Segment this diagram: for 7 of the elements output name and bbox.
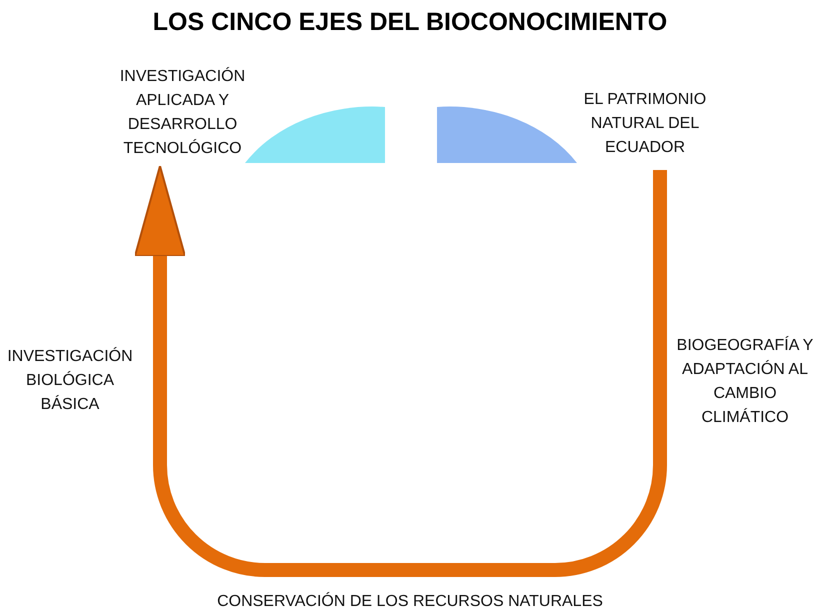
axis-label: CONSERVACIÓN DE LOS RECURSOS NATURALES: [216, 591, 604, 612]
u-shaped-arrow: [134, 165, 667, 577]
title: LOS CINCO EJES DEL BIOCONOCIMIENTO: [152, 8, 668, 37]
axis-label: INVESTIGACIÓN BIOLÓGICA BÁSICA: [6, 346, 134, 415]
node-label: EL PATRIMONIO NATURAL DEL ECUADOR: [570, 88, 720, 160]
node-label: INVESTIGACIÓN APLICADA Y DESARROLLO TECNOLÓGICO: [100, 65, 265, 161]
axis-label: BIOGEOGRAFÍA Y ADAPTACIÓN AL CAMBIO CLIMÁTICO: [676, 335, 814, 428]
